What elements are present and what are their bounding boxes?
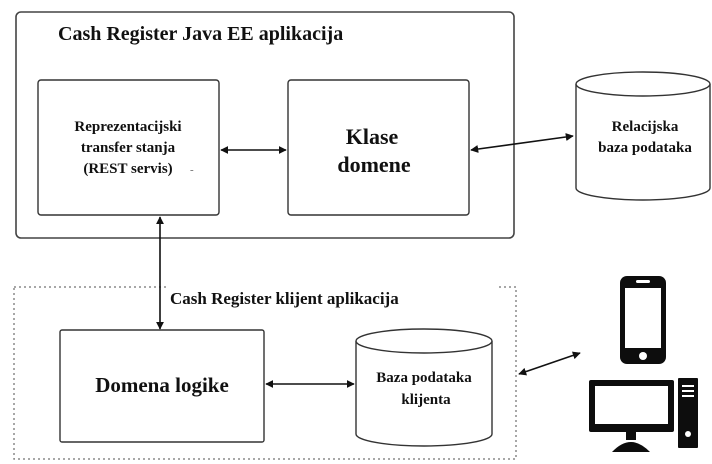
domain-logic-label: Domena logike (95, 373, 229, 397)
client-db-cylinder (355, 328, 493, 447)
rest-service-trailing-mark: - (190, 164, 194, 176)
domain-logic-box (59, 329, 265, 443)
client-app-title-backdrop (168, 281, 496, 295)
domain-db-arrow (470, 133, 574, 153)
relational-db-label-line2: baza podataka (598, 140, 692, 156)
client-db-label-line1: Baza podataka (376, 370, 472, 386)
rest-service-box (37, 79, 220, 216)
relational-db-cylinder (575, 71, 711, 201)
domain-classes-box (287, 79, 470, 216)
rest-service-label-line2: transfer stanja (81, 140, 176, 156)
rest-service-label-line3: (REST servis) (83, 161, 172, 177)
client-db-label-line2: klijenta (401, 392, 451, 408)
relational-db-label-line1: Relacijska (612, 119, 679, 135)
smartphone-icon (620, 276, 666, 364)
rest-service-label-line1: Reprezentacijski (74, 119, 181, 135)
server-app-title: Cash Register Java EE aplikacija (58, 23, 343, 45)
domain-classes-label-line2: domene (337, 152, 411, 177)
client-devices-arrow (518, 351, 581, 376)
domain-classes-label-line1: Klase (346, 124, 399, 149)
desktop-computer-icon (589, 378, 698, 452)
client-app-title: Cash Register klijent aplikacija (170, 289, 399, 308)
